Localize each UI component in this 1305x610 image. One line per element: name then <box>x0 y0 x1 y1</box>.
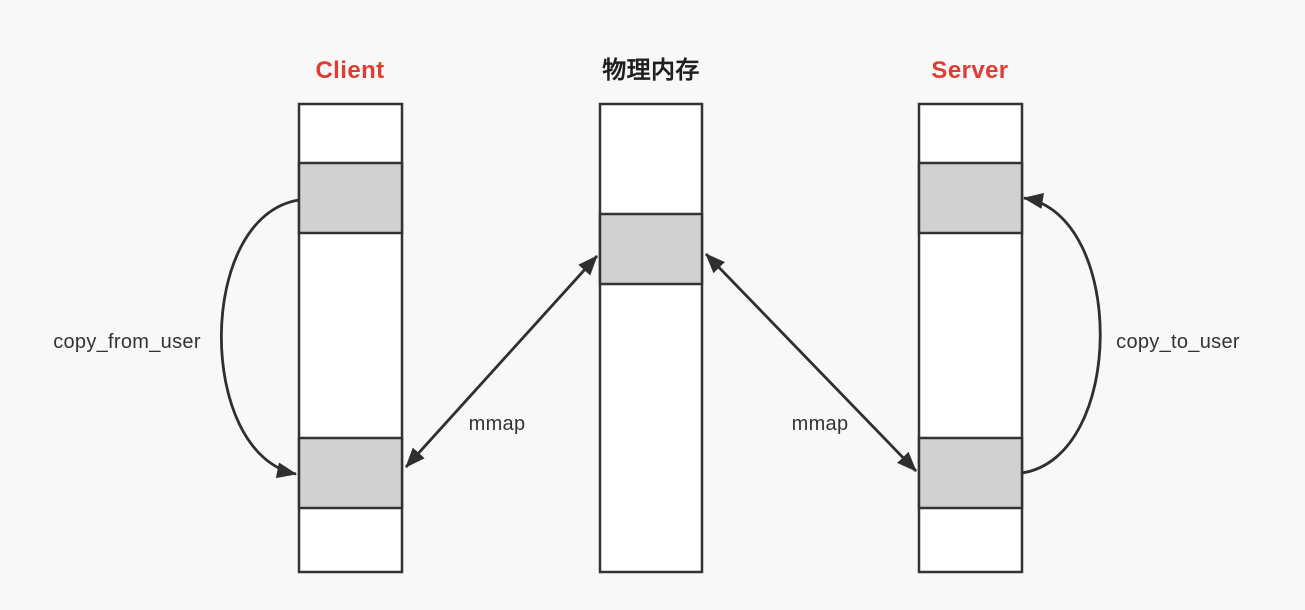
mmap-label-right: mmap <box>792 413 849 435</box>
copy-to-user-arrow <box>1021 193 1102 475</box>
physical-memory-title: 物理内存 <box>602 57 700 84</box>
mmap-label-left: mmap <box>469 413 526 435</box>
client-user-buffer-segment <box>297 161 404 235</box>
mmap-arrow-server <box>704 253 918 472</box>
copy-to-user-label: copy_to_user <box>1116 331 1240 353</box>
copy-from-user-arrow <box>219 198 300 479</box>
client-memory-column <box>297 102 404 574</box>
copy-from-user-label: copy_from_user <box>53 331 201 353</box>
server-user-buffer-segment <box>917 161 1024 235</box>
physical-memory-shared-segment <box>598 212 704 286</box>
server-memory-column <box>917 102 1024 574</box>
server-title: Server <box>931 57 1008 84</box>
physical-memory-column-box <box>598 102 704 574</box>
physical-memory-column <box>598 102 704 574</box>
mmap-arrow-client <box>404 255 599 468</box>
server-mmap-segment <box>917 436 1024 510</box>
client-mmap-segment <box>297 436 404 510</box>
client-title: Client <box>315 57 384 84</box>
